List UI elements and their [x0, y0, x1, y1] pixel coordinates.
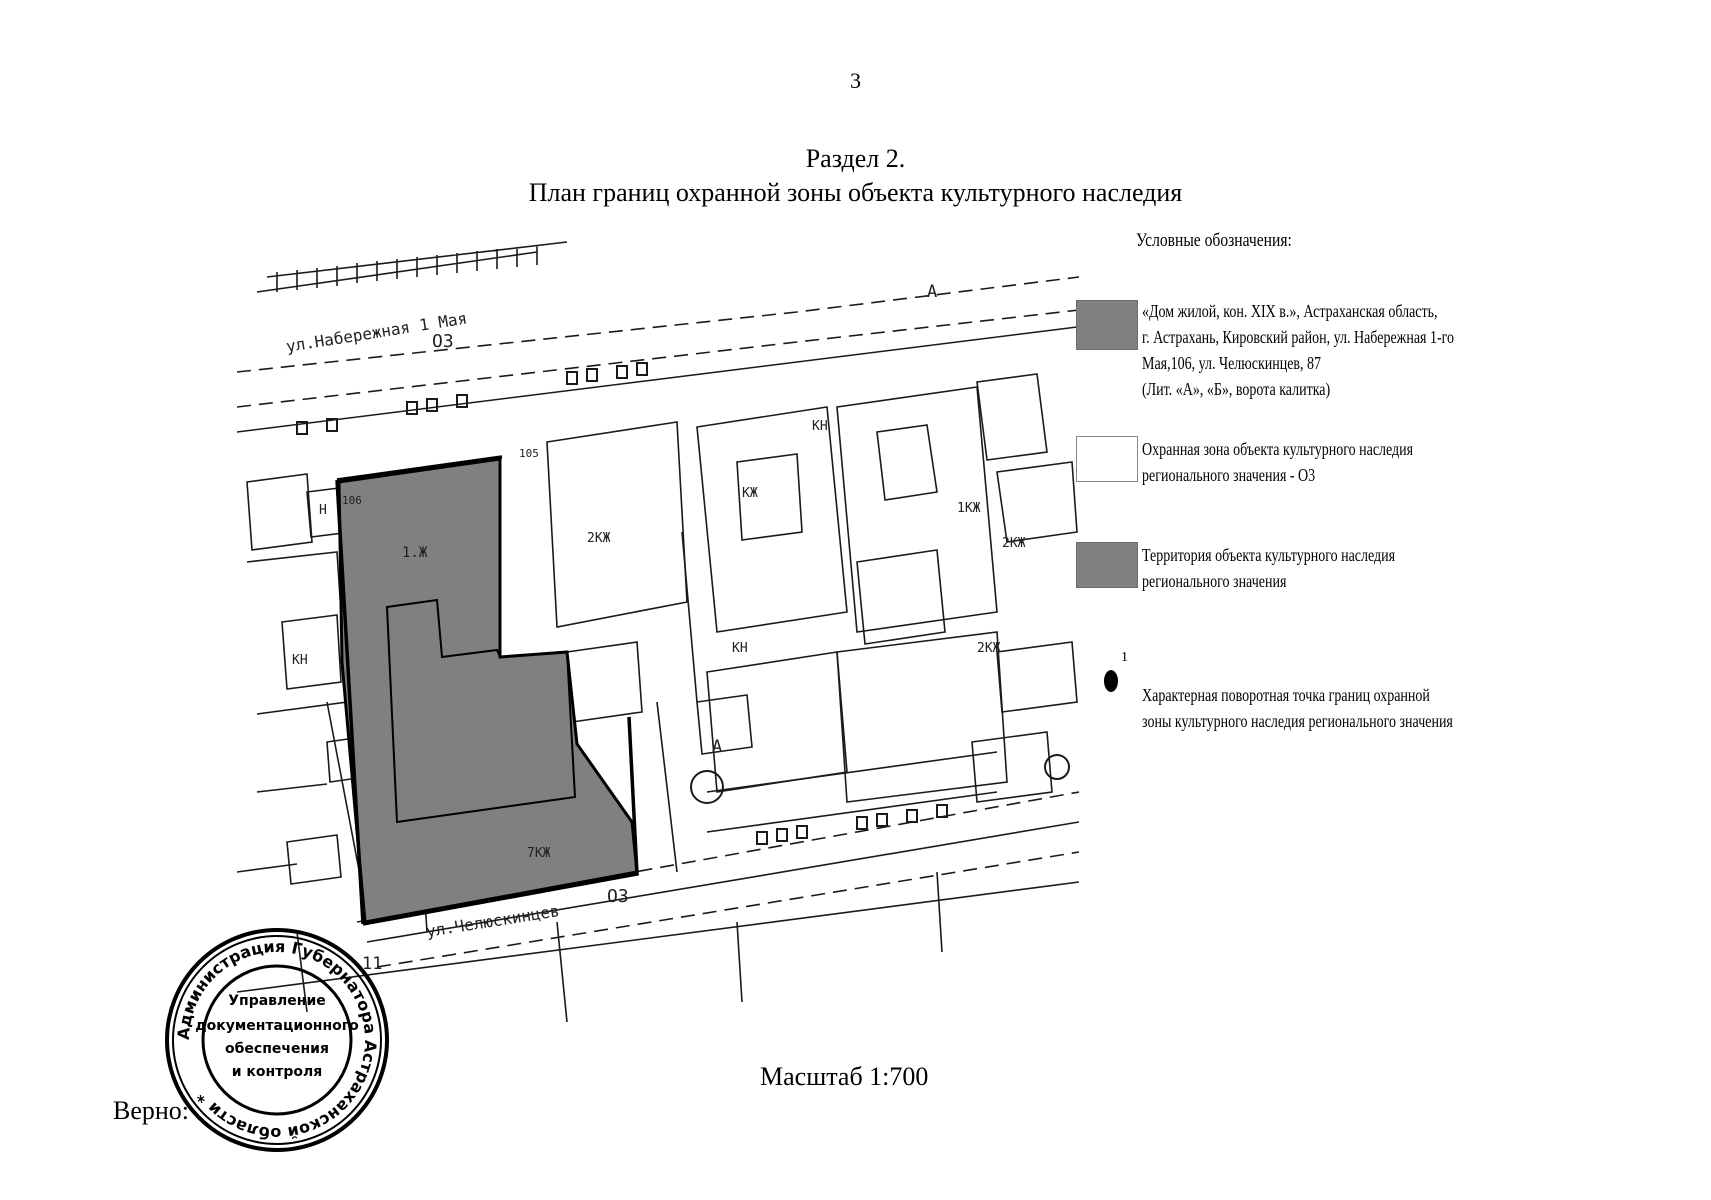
legend-text-heritage-object: «Дом жилой, кон. XIX в.», Астраханская о…: [1142, 298, 1462, 402]
building-label-2kzh-lower: 2КЖ: [977, 641, 1001, 656]
official-seal: Администрация Губернатора Астраханской о…: [162, 925, 392, 1155]
building-label-1zh: 1.Ж: [402, 545, 428, 561]
legend-swatch-protection-zone: [1076, 436, 1138, 482]
building-label-kzh: КЖ: [742, 486, 758, 501]
seal-graphic: Администрация Губернатора Астраханской о…: [165, 928, 389, 1152]
zone-label-top: О3: [432, 331, 454, 352]
map-linework: [237, 241, 1079, 1023]
legend-text-protection-zone: Охранная зона объекта культурного наслед…: [1142, 436, 1462, 488]
section-mark-a-top: А: [927, 282, 937, 302]
point-label-105: 105: [519, 447, 539, 460]
svg-text:и контроля: и контроля: [232, 1064, 322, 1080]
legend-line: Территория объекта культурного наследия: [1142, 545, 1396, 565]
legend-line: (Лит. «А», «Б», ворота калитка): [1142, 379, 1331, 399]
legend-line: зоны культурного наследия регионального …: [1142, 711, 1453, 731]
legend-heading: Условные обозначения:: [1136, 230, 1292, 251]
building-label-kn: КН: [732, 641, 748, 656]
svg-text:Администрация Губернатора Астр: Администрация Губернатора Астраханской о…: [174, 937, 380, 1143]
map-markers: [296, 362, 1070, 845]
page-number: 3: [850, 68, 861, 93]
section-title: Раздел 2. План границ охранной зоны объе…: [0, 142, 1711, 210]
verno-label: Верно:: [113, 1096, 190, 1125]
legend-line: г. Астрахань, Кировский район, ул. Набер…: [1142, 327, 1455, 347]
building-label-7kzh: 7КЖ: [527, 846, 551, 861]
legend-text-territory: Территория объекта культурного наследия …: [1142, 542, 1462, 594]
scale-label: Масштаб 1:700: [760, 1062, 929, 1091]
legend-line: Мая,106, ул. Челюскинцев, 87: [1142, 353, 1322, 373]
legend-swatch-heritage-object: [1076, 300, 1138, 350]
point-label-106: 106: [342, 494, 362, 507]
building-label-kn-left: КН: [292, 653, 308, 668]
legend-line: регионального значения: [1142, 571, 1287, 591]
section-heading: Раздел 2.: [805, 144, 906, 173]
svg-text:обеспечения: обеспечения: [225, 1041, 329, 1057]
legend-swatch-territory: [1076, 542, 1138, 588]
protection-zone-boundary: [335, 455, 639, 926]
plan-title: План границ охранной зоны объекта культу…: [528, 178, 1183, 207]
map-drawing: ул.Набережная 1 Мая О3 ул.Челюскинцев О3…: [237, 241, 1079, 1023]
svg-text:документационного: документационного: [195, 1018, 359, 1034]
object-territory: [337, 457, 639, 924]
building-label-1kzh: 1КЖ: [957, 501, 981, 516]
boundary-plan-map: ул.Набережная 1 Мая О3 ул.Челюскинцев О3…: [237, 232, 1079, 1035]
legend-text-turning-point: Характерная поворотная точка границ охра…: [1142, 682, 1462, 734]
building-label-kn2: КН: [812, 419, 828, 434]
zone-label-bottom: О3: [607, 886, 629, 907]
inner-building-outline: [385, 598, 577, 824]
point-label-11: 11: [362, 954, 382, 974]
building-label-2kzh-right: 2КЖ: [1002, 536, 1026, 551]
legend-line: регионального значения - О3: [1142, 465, 1316, 485]
legend-line: Охранная зона объекта культурного наслед…: [1142, 439, 1414, 459]
building-label-2kzh: 2КЖ: [587, 531, 611, 546]
svg-text:Управление: Управление: [228, 993, 326, 1009]
legend-line: Характерная поворотная точка границ охра…: [1142, 685, 1430, 705]
section-mark-a-mid: А: [712, 737, 722, 757]
building-label-n: Н: [319, 503, 327, 518]
legend-line: «Дом жилой, кон. XIX в.», Астраханская о…: [1142, 301, 1438, 321]
turning-point-number: 1: [1121, 650, 1128, 665]
turning-point-icon: [1104, 670, 1118, 692]
